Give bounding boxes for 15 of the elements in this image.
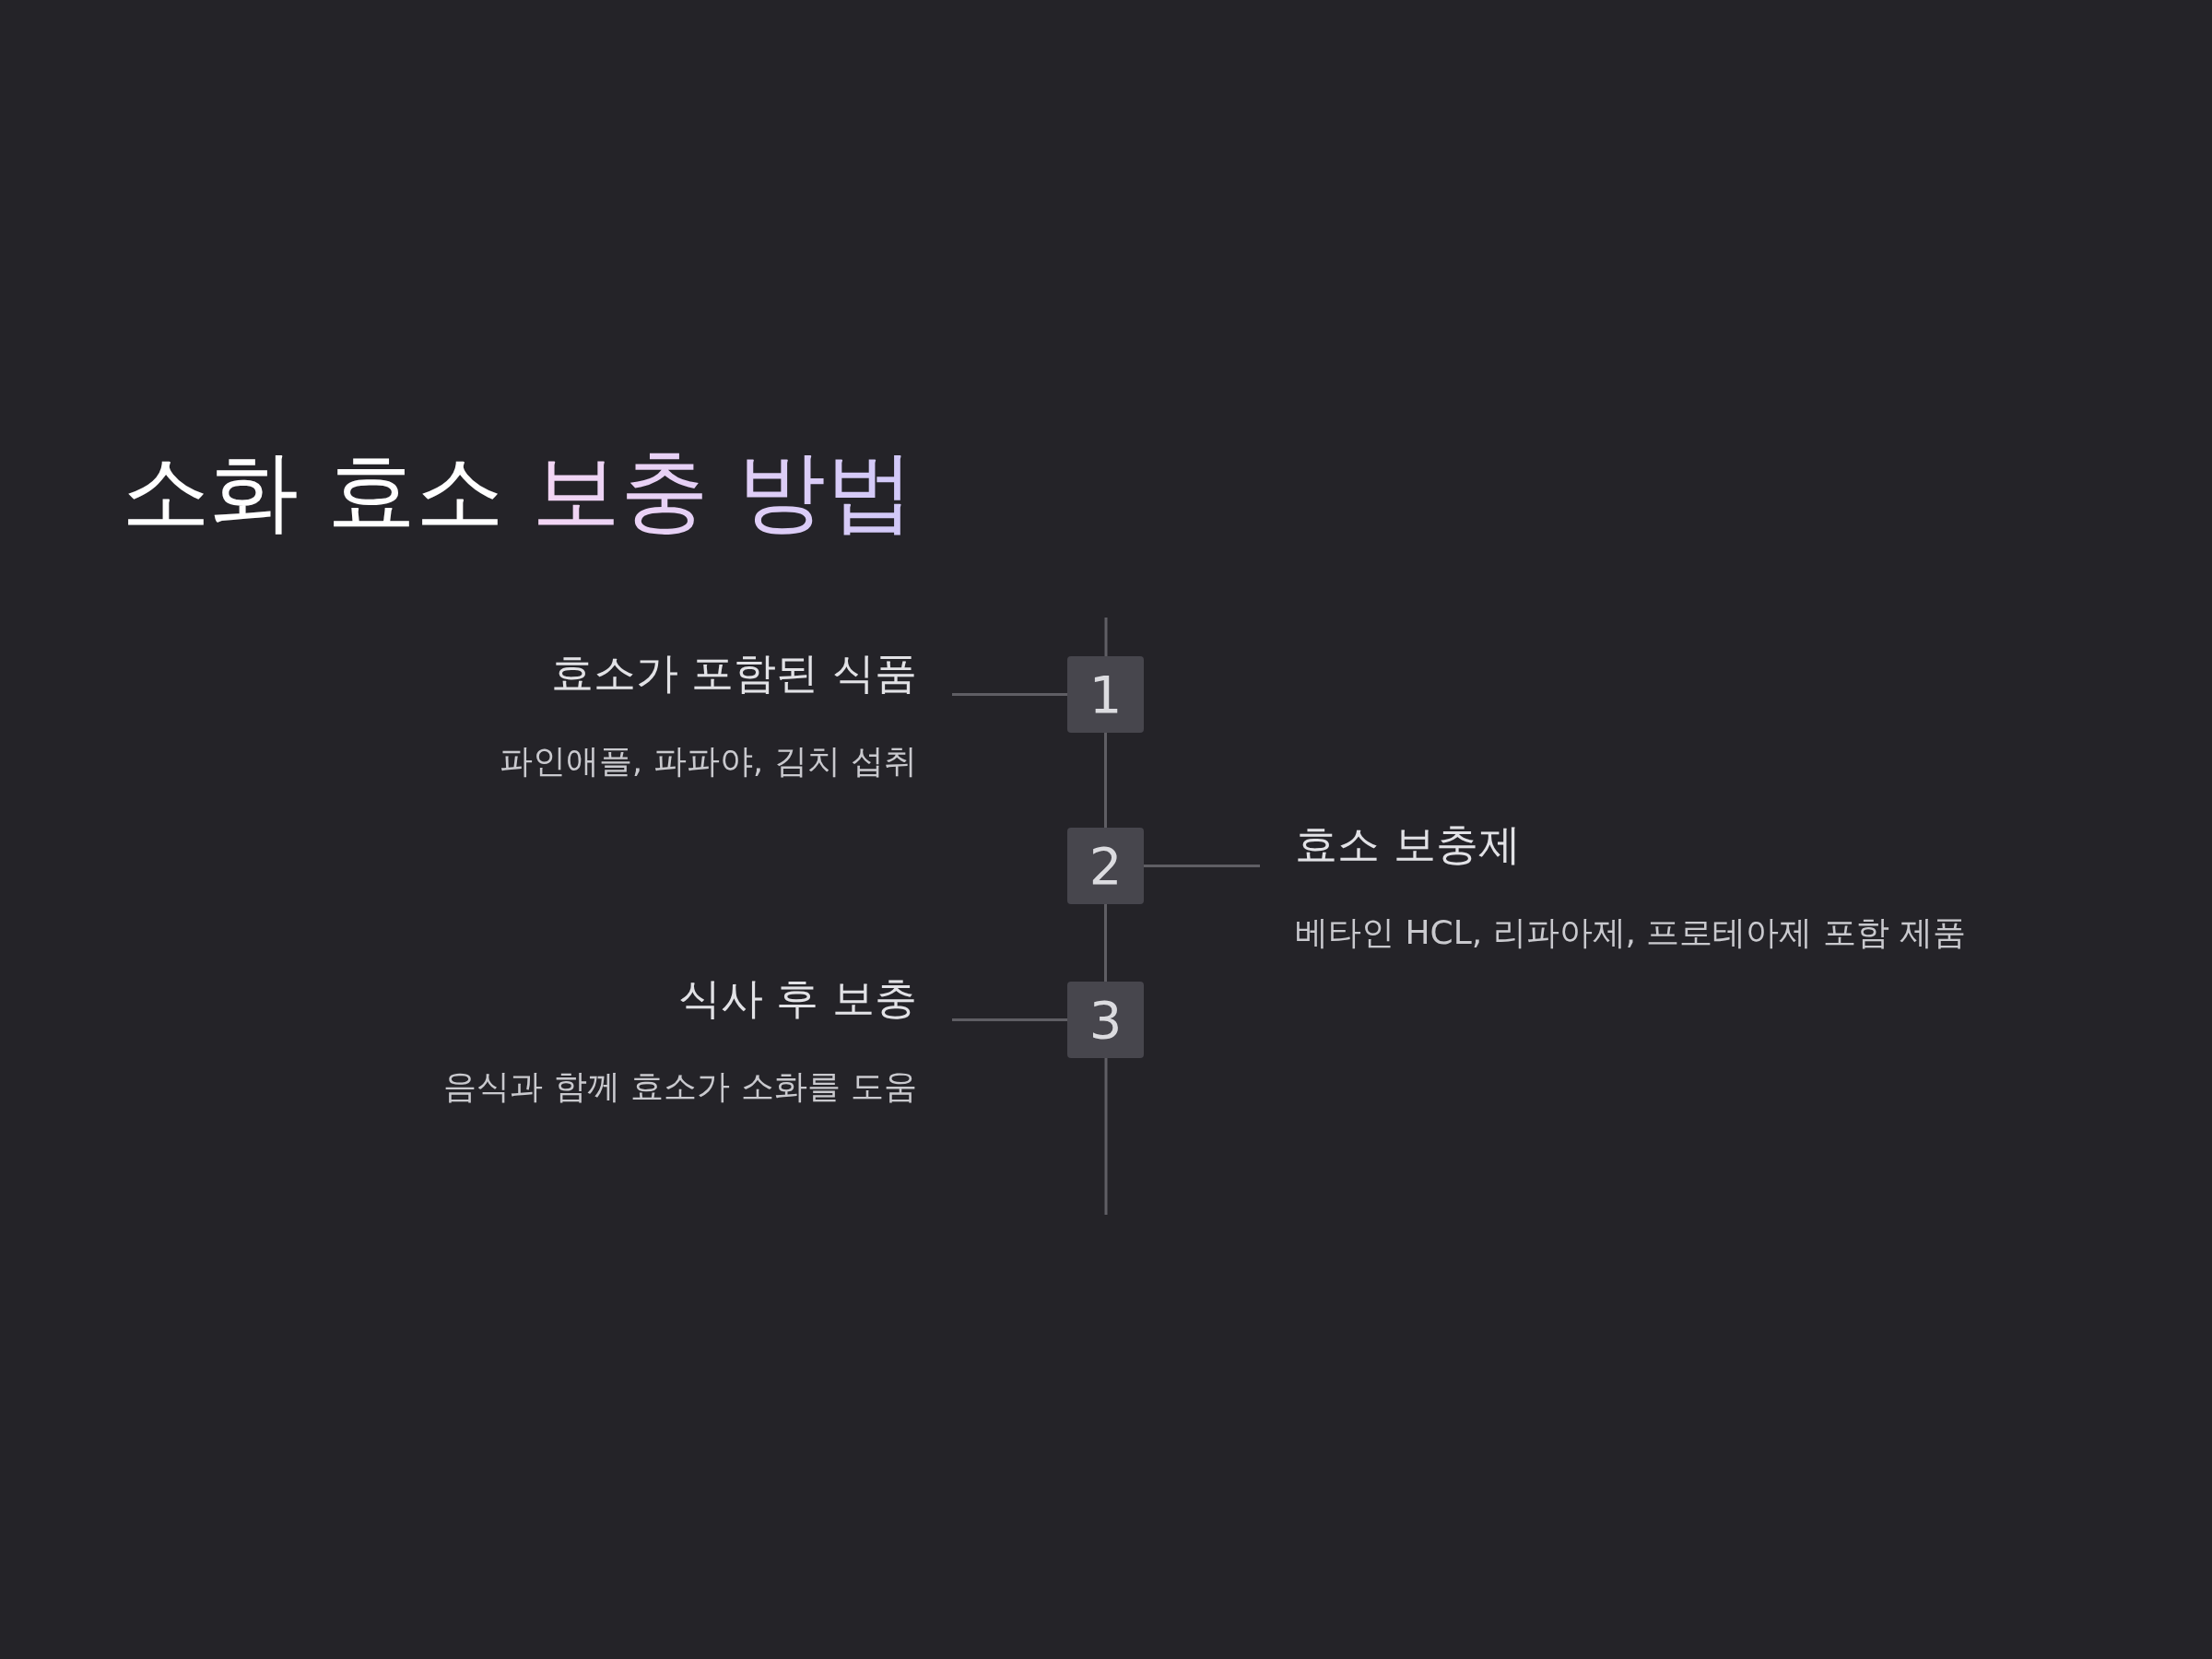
connector-line [952, 1018, 1067, 1021]
step-description: 파인애플, 파파야, 김치 섭취 [499, 741, 917, 782]
connector-line [952, 693, 1067, 696]
step-description: 음식과 함께 효소가 소화를 도움 [443, 1066, 917, 1107]
step-number-box: 2 [1067, 828, 1144, 904]
connector-line [1104, 904, 1107, 982]
step-heading: 식사 후 보충 [677, 972, 917, 1025]
connector-line [1104, 733, 1107, 828]
step-description: 베타인 HCL, 리파아제, 프로테아제 포함 제품 [1295, 912, 1967, 953]
connector-line [1144, 865, 1260, 867]
step-heading: 효소가 포함된 식품 [550, 647, 917, 700]
step-number-box: 1 [1067, 656, 1144, 733]
step-heading: 효소 보충제 [1295, 818, 1521, 871]
title: 소화 효소 보충 방법 [122, 439, 914, 545]
step-number-box: 3 [1067, 982, 1144, 1058]
